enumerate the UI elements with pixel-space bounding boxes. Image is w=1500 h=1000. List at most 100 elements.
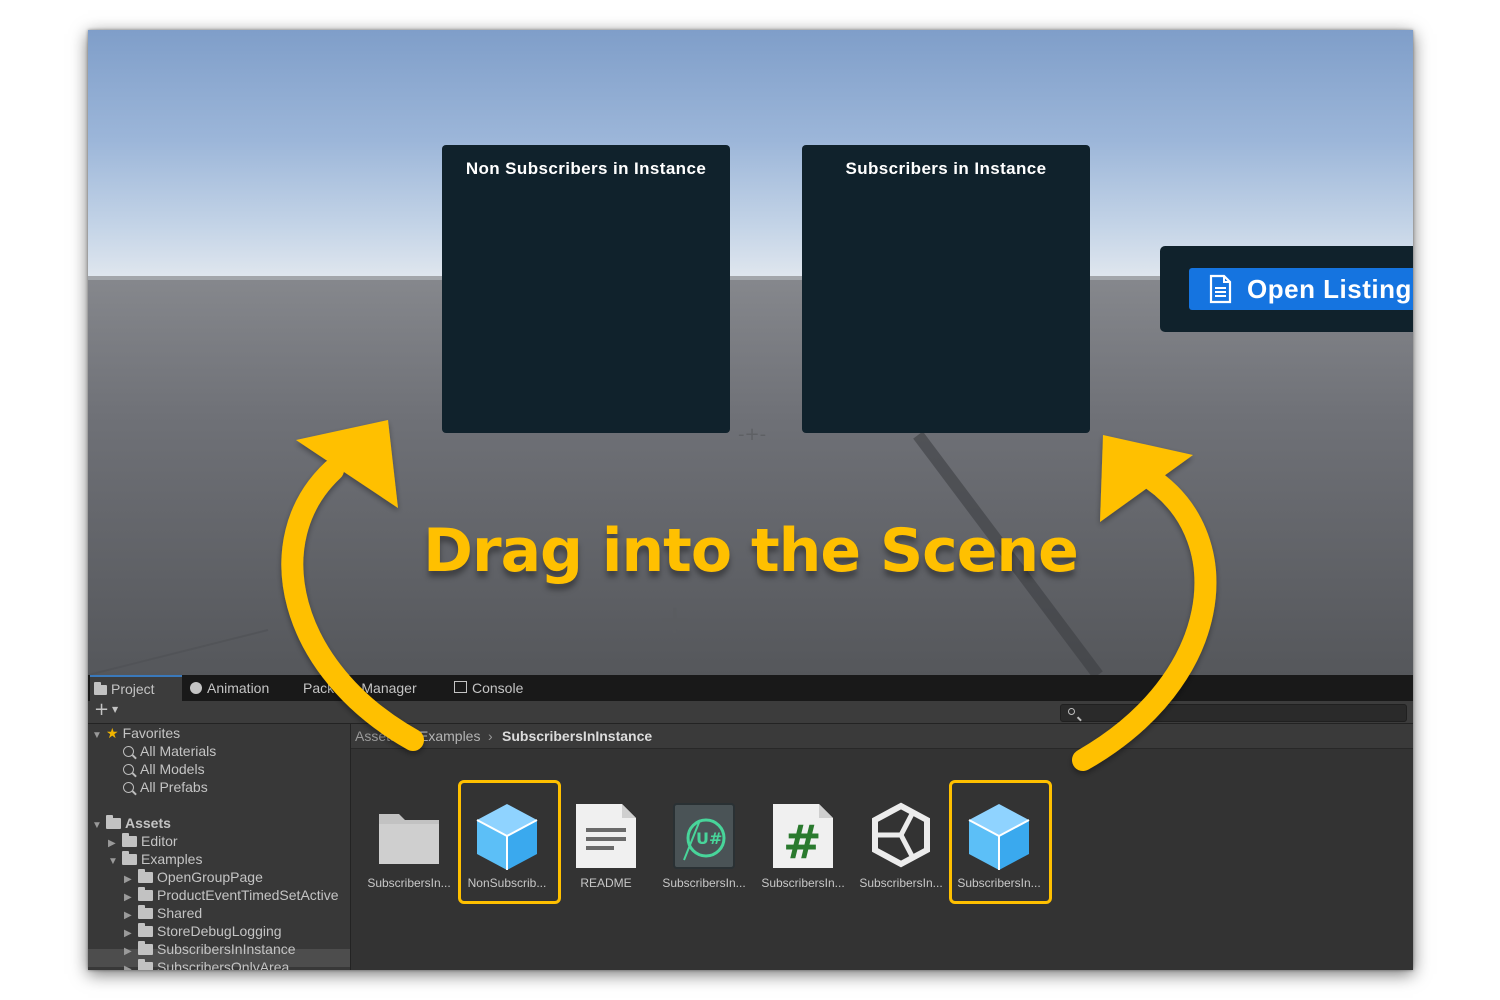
text-document-icon (576, 804, 636, 868)
expand-triangle-icon[interactable]: ▶ (124, 892, 132, 903)
console-icon (454, 681, 467, 693)
create-plus-icon[interactable]: + (94, 699, 110, 720)
tree-item-all-prefabs[interactable]: All Prefabs (123, 778, 208, 796)
breadcrumb-examples[interactable]: Examples (419, 728, 481, 744)
folder-icon (138, 887, 153, 901)
tree-item-subscribers-in-instance[interactable]: ▶SubscribersInInstance (124, 940, 296, 958)
search-icon (123, 764, 134, 775)
folder-tree: ▼★Favorites All Materials All Models All… (88, 724, 351, 970)
svg-text:-+-: -+- (738, 424, 766, 445)
tree-item-all-materials[interactable]: All Materials (123, 742, 216, 760)
tab-animation[interactable]: Animation (190, 675, 269, 701)
asset-non-subscribers-prefab[interactable]: NonSubscrib... (459, 802, 555, 912)
breadcrumb: Assets Examples › SubscribersInInstance (351, 724, 1413, 749)
tab-project[interactable]: Project (90, 675, 182, 701)
svg-text:+: + (658, 597, 692, 643)
skybox (88, 30, 1413, 276)
tab-package-manager[interactable]: Package Manager (303, 675, 417, 701)
folder-icon (138, 905, 153, 919)
tree-item-store-debug-logging[interactable]: ▶ StoreDebugLogging (124, 922, 282, 940)
expand-triangle-icon[interactable]: ▶ (108, 838, 116, 849)
svg-text:U#: U# (696, 829, 722, 848)
scene-grid: + -+- (88, 276, 1413, 675)
expand-triangle-icon[interactable]: ▶ (124, 874, 132, 885)
open-listing-button[interactable]: Open Listing (1189, 268, 1413, 310)
tree-label: All Prefabs (140, 779, 208, 795)
tree-assets[interactable]: ▼ Assets (92, 814, 171, 832)
udon-graph-icon: U# (673, 803, 735, 869)
expand-triangle-icon[interactable]: ▼ (108, 856, 118, 867)
search-icon (123, 746, 134, 757)
project-toolbar: + ▼ (88, 699, 1413, 724)
tree-label: Examples (141, 851, 203, 867)
tree-item-product-event[interactable]: ▶ ProductEventTimedSetActive (124, 886, 348, 904)
asset-unity-scene[interactable]: SubscribersIn... (853, 802, 949, 912)
asset-udon-graph[interactable]: U# SubscribersIn... (656, 802, 752, 912)
expand-triangle-icon[interactable]: ▶ (124, 946, 132, 957)
tab-label: Project (111, 681, 155, 697)
highlight-box-subscribers (949, 780, 1052, 904)
unity-editor-window: + -+- Non Subscribers in Instance Subscr… (88, 30, 1413, 970)
tree-item-all-models[interactable]: All Models (123, 760, 205, 778)
panel-title: Non Subscribers in Instance (465, 159, 707, 178)
tree-label: ProductEventTimedSetActive (157, 887, 339, 903)
tree-label: Assets (125, 815, 171, 831)
expand-triangle-icon[interactable]: ▼ (92, 730, 102, 741)
asset-label: SubscribersIn... (859, 876, 943, 890)
tree-label: All Models (140, 761, 205, 777)
tree-favorites[interactable]: ▼★Favorites (92, 724, 180, 742)
expand-triangle-icon[interactable]: ▶ (124, 910, 132, 921)
folder-icon (138, 941, 153, 955)
prefab-cube-icon (968, 804, 1030, 870)
tree-item-open-group-page[interactable]: ▶ OpenGroupPage (124, 868, 263, 886)
folder-icon (138, 869, 153, 883)
asset-folder[interactable]: SubscribersIn... (361, 802, 457, 912)
scene-view[interactable]: + -+- Non Subscribers in Instance Subscr… (88, 30, 1413, 675)
animation-icon (190, 682, 202, 694)
expand-triangle-icon[interactable]: ▶ (124, 928, 132, 939)
expand-triangle-icon[interactable]: ▼ (92, 820, 102, 831)
tab-label: Package Manager (303, 680, 417, 696)
asset-label: SubscribersIn... (761, 876, 845, 890)
folder-icon (138, 959, 153, 970)
folder-open-icon (106, 815, 121, 829)
folder-icon (122, 833, 137, 847)
asset-label: SubscribersIn... (367, 876, 451, 890)
non-subscribers-panel[interactable]: Non Subscribers in Instance (442, 145, 730, 433)
svg-text:#: # (783, 815, 822, 869)
document-icon (1209, 274, 1232, 304)
editor-tab-bar: Project Animation Package Manager Consol… (88, 675, 1413, 701)
asset-subscribers-prefab[interactable]: SubscribersIn... (951, 802, 1047, 912)
tab-console[interactable]: Console (454, 675, 523, 701)
tree-label: Favorites (122, 725, 181, 741)
tab-label: Animation (207, 680, 270, 696)
project-window: Project Animation Package Manager Consol… (88, 675, 1413, 970)
tree-label: OpenGroupPage (157, 869, 263, 885)
tab-label: Console (472, 680, 524, 696)
folder-open-icon (122, 851, 137, 865)
open-listing-label: Open Listing (1247, 273, 1412, 304)
selection-highlight (88, 949, 350, 967)
folder-icon (379, 814, 439, 864)
asset-label: SubscribersIn... (957, 876, 1041, 890)
asset-label: SubscribersIn... (662, 876, 746, 890)
breadcrumb-assets[interactable]: Assets (355, 728, 398, 744)
chevron-down-icon[interactable]: ▼ (112, 705, 119, 714)
asset-csharp-script[interactable]: # SubscribersIn... (755, 802, 851, 912)
breadcrumb-current[interactable]: SubscribersInInstance (502, 728, 653, 744)
asset-readme[interactable]: README (558, 802, 654, 912)
drag-callout-text: Drag into the Scene (423, 516, 1079, 586)
tree-label: Editor (141, 833, 178, 849)
tree-editor[interactable]: ▶ Editor (108, 832, 178, 850)
subscribers-panel[interactable]: Subscribers in Instance (802, 145, 1090, 433)
search-input[interactable] (1060, 704, 1407, 722)
breadcrumb-chevron-icon: › (488, 728, 493, 744)
tree-item-subscribers-only-area[interactable]: ▶SubscribersOnlyArea (124, 958, 289, 970)
tree-label: StoreDebugLogging (157, 923, 282, 939)
asset-label: NonSubscrib... (467, 876, 547, 890)
prefab-cube-icon (476, 804, 538, 870)
expand-triangle-icon[interactable]: ▶ (124, 964, 132, 970)
folder-icon (94, 682, 107, 695)
tree-item-shared[interactable]: ▶Shared (124, 904, 202, 922)
tree-examples[interactable]: ▼ Examples (108, 850, 202, 868)
